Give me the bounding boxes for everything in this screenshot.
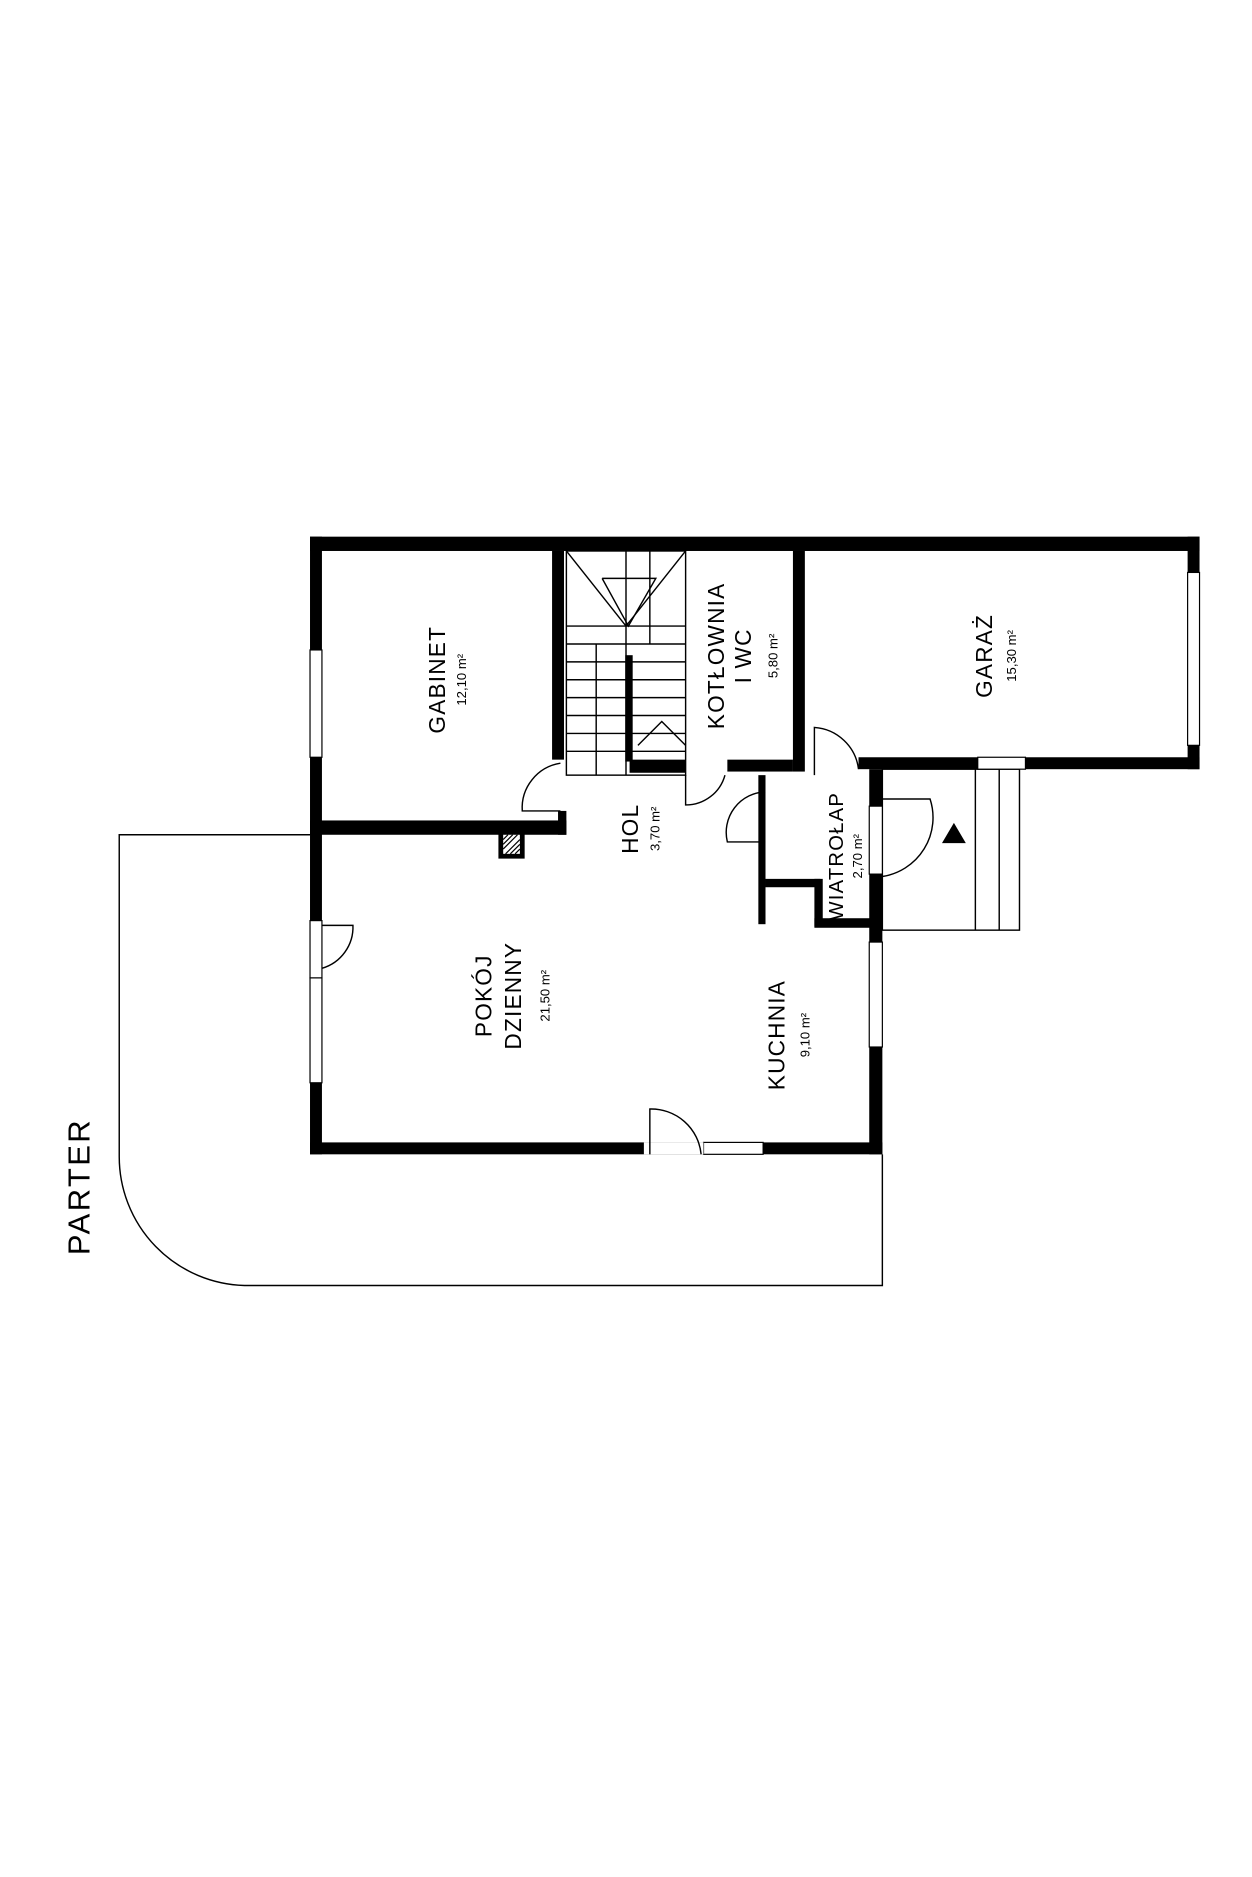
room-name-pokoj: POKÓJ xyxy=(470,954,496,1037)
room-name-kuchnia: KUCHNIA xyxy=(764,980,790,1090)
room-name-wiatrolap: WIATROŁAP xyxy=(826,792,848,921)
room-name-gabinet: GABINET xyxy=(424,626,450,734)
room-area-garaz: 15,30 m² xyxy=(1004,629,1019,681)
entrance-arrow-icon xyxy=(941,822,966,844)
room-area-hol: 3,70 m² xyxy=(647,806,662,851)
room-area-pokoj: 21,50 m² xyxy=(538,969,553,1021)
doors xyxy=(309,726,934,1155)
room-name-kotlownia: KOTŁOWNIA xyxy=(703,583,729,730)
room-area-wiatrolap: 2,70 m² xyxy=(850,833,865,878)
staircase xyxy=(565,550,687,776)
terrace-outline xyxy=(118,834,884,1287)
chimney xyxy=(498,831,525,859)
windows xyxy=(309,571,1201,1155)
room-name-hol: HOL xyxy=(617,804,643,854)
room-name-kotlownia-line2: I WC xyxy=(730,628,756,683)
floor-title: PARTER xyxy=(61,1118,96,1255)
room-area-gabinet: 12,10 m² xyxy=(454,653,469,705)
room-name-pokoj-line2: DZIENNY xyxy=(500,942,526,1050)
walls xyxy=(310,536,1200,1155)
room-area-kuchnia: 9,10 m² xyxy=(798,1012,813,1057)
room-area-kotlownia: 5,80 m² xyxy=(765,633,780,678)
entrance-steps xyxy=(881,768,1021,931)
room-name-garaz: GARAŻ xyxy=(971,614,997,698)
